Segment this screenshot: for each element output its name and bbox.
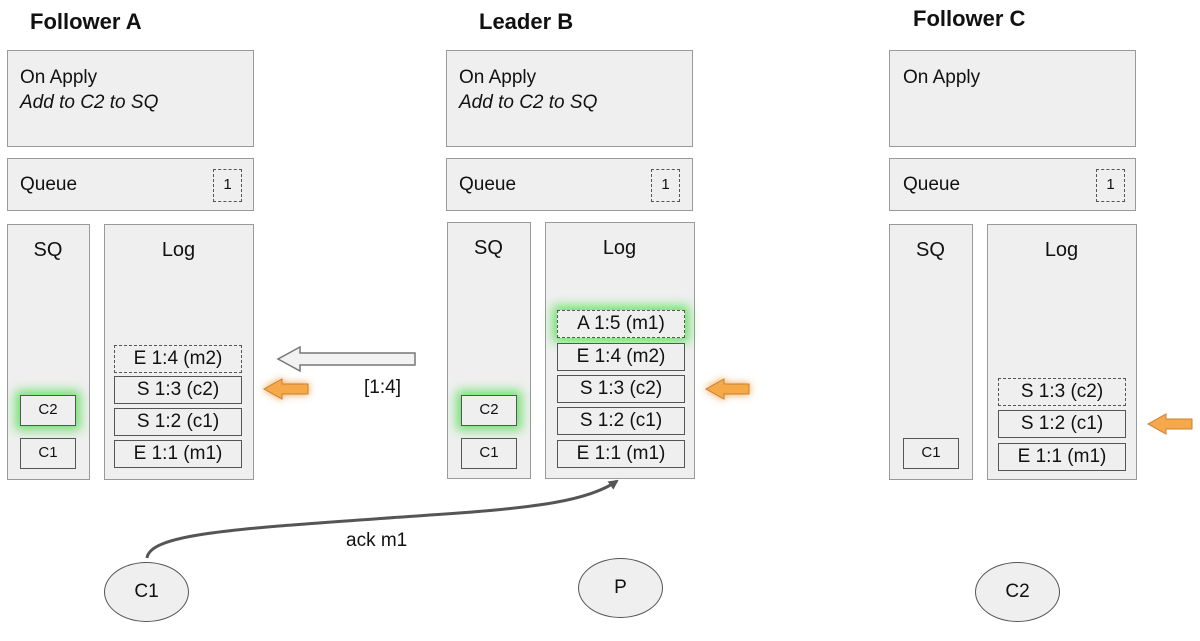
log-entry-s-1-2: S 1:2 (c1) (998, 410, 1126, 438)
sq-item-c2: C2 (461, 395, 517, 426)
on-apply-label: On Apply (459, 67, 537, 88)
commit-index-arrow-c (1146, 413, 1193, 435)
queue-label: Queue (20, 174, 78, 195)
log-entry-a-1-5: A 1:5 (m1) (557, 310, 685, 338)
log-entry-s-1-3: S 1:3 (c2) (998, 378, 1126, 406)
sq-item-c2: C2 (20, 395, 76, 426)
sq-column-a: SQ (7, 224, 90, 480)
ack-arrow (145, 479, 619, 559)
commit-index-arrow-a (262, 378, 309, 400)
log-entry-e-1-4: E 1:4 (m2) (114, 345, 242, 373)
queue-count-badge: 1 (1096, 169, 1125, 202)
log-entry-e-1-1: E 1:1 (m1) (557, 440, 685, 468)
sq-item-c1: C1 (903, 438, 959, 469)
sq-item-c1: C1 (461, 438, 517, 469)
replication-arrow (276, 345, 416, 373)
queue-label: Queue (459, 174, 517, 195)
log-label: Log (1044, 239, 1079, 261)
commit-index-arrow-b (704, 378, 750, 400)
queue-label: Queue (903, 174, 961, 195)
log-label: Log (161, 239, 196, 261)
on-apply-box-b: On Apply Add to C2 to SQ (446, 50, 693, 147)
client-c1: C1 (104, 562, 189, 622)
ack-label: ack m1 (346, 530, 408, 551)
sq-label: SQ (916, 239, 945, 261)
on-apply-box-a: On Apply Add to C2 to SQ (7, 50, 254, 147)
on-apply-action: Add to C2 to SQ (20, 92, 159, 113)
on-apply-label: On Apply (20, 67, 98, 88)
node-title-leader-b: Leader B (479, 9, 574, 34)
client-p: P (578, 558, 663, 618)
log-entry-s-1-3: S 1:3 (c2) (557, 375, 685, 403)
queue-count-badge: 1 (213, 169, 242, 202)
log-entry-s-1-3: S 1:3 (c2) (114, 376, 242, 404)
sq-label: SQ (33, 239, 63, 261)
on-apply-box-c: On Apply (889, 50, 1136, 147)
replication-range-label: [1:4] (364, 377, 401, 398)
log-entry-e-1-4: E 1:4 (m2) (557, 343, 685, 371)
log-entry-s-1-2: S 1:2 (c1) (114, 408, 242, 436)
queue-count-badge: 1 (651, 169, 680, 202)
log-label: Log (602, 237, 637, 259)
node-title-follower-c: Follower C (913, 6, 1026, 31)
client-c2: C2 (975, 562, 1060, 622)
on-apply-label: On Apply (903, 67, 981, 88)
sq-label: SQ (474, 237, 503, 259)
log-entry-e-1-1: E 1:1 (m1) (998, 443, 1126, 471)
node-title-follower-a: Follower A (30, 9, 142, 34)
sq-item-c1: C1 (20, 438, 76, 469)
sq-column-c: SQ (889, 224, 973, 480)
queue-box-c: Queue 1 (889, 158, 1136, 211)
sq-column-b: SQ (447, 222, 531, 479)
queue-box-a: Queue 1 (7, 158, 254, 211)
log-entry-s-1-2: S 1:2 (c1) (557, 407, 685, 435)
log-entry-e-1-1: E 1:1 (m1) (114, 440, 242, 468)
on-apply-action: Add to C2 to SQ (459, 92, 598, 113)
queue-box-b: Queue 1 (446, 158, 693, 211)
